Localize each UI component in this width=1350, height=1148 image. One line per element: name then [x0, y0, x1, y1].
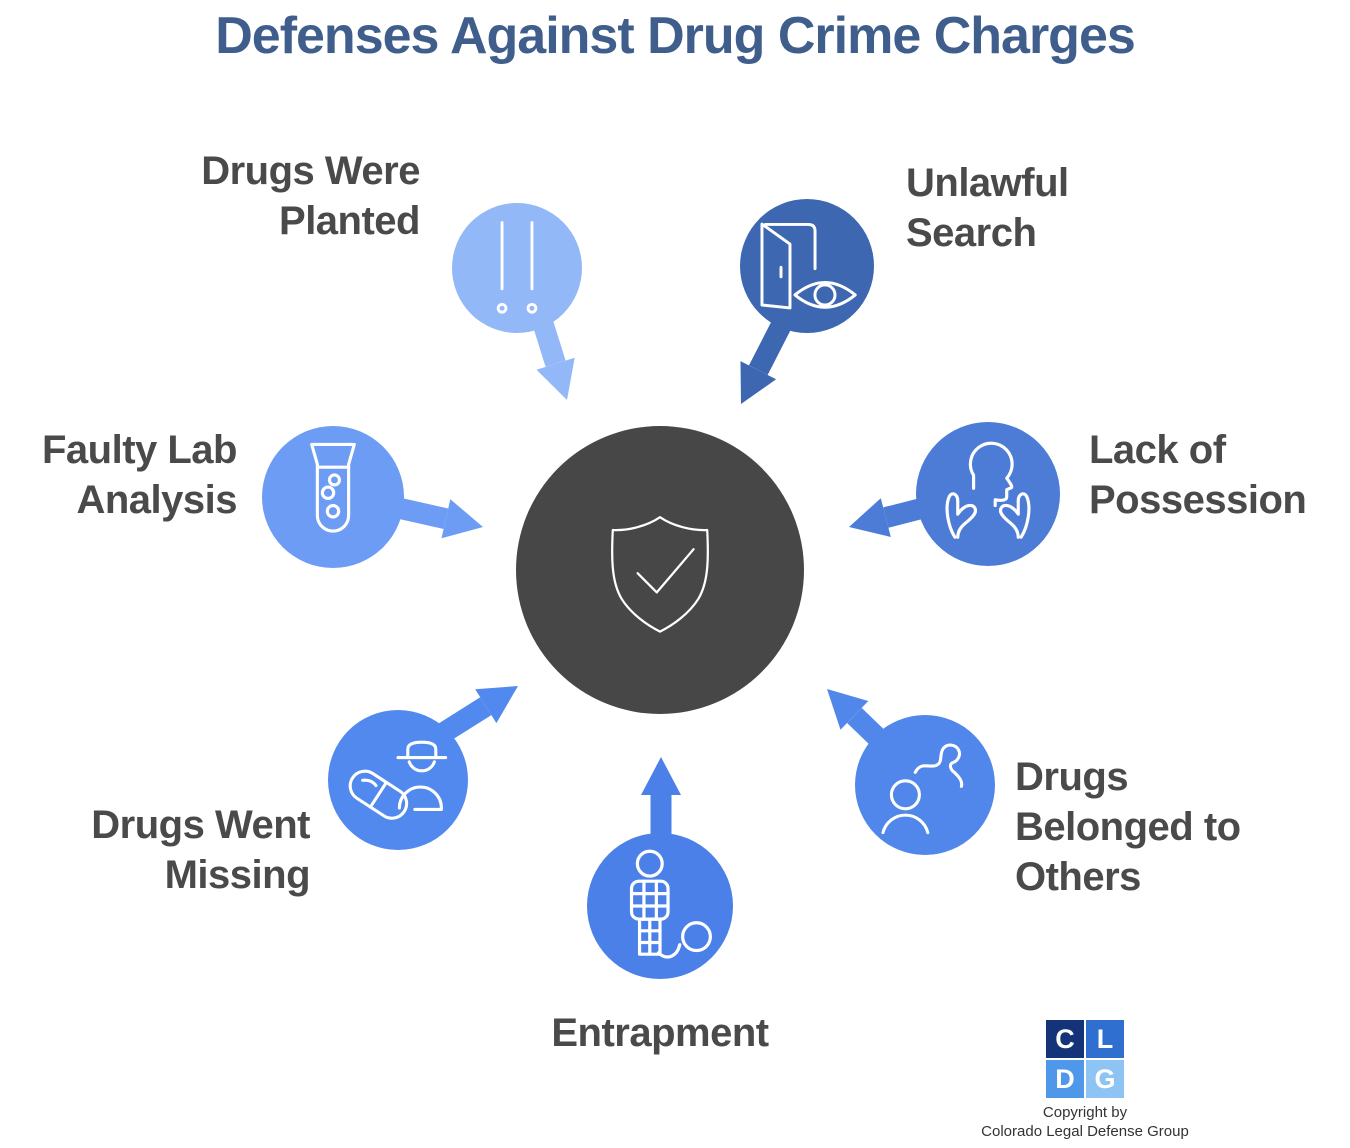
label-line: Unlawful: [906, 161, 1069, 205]
node-circle-unlawful-search: [740, 199, 874, 333]
shield-checkmark-icon: [611, 516, 709, 633]
node-circle-drugs-planted: [452, 203, 582, 333]
label-line: Drugs Went: [91, 803, 310, 847]
label-line: Planted: [279, 199, 420, 243]
center-circle: [516, 426, 804, 714]
copyright-text: Copyright by Colorado Legal Defense Grou…: [955, 1104, 1215, 1142]
label-line: Belonged to: [1015, 805, 1241, 849]
label-drugs-planted: Drugs Were Planted: [100, 146, 420, 246]
label-line: Drugs: [1015, 755, 1129, 799]
label-line: Others: [1015, 855, 1141, 899]
page-title: Defenses Against Drug Crime Charges: [215, 7, 1136, 65]
label-line: Possession: [1089, 478, 1307, 522]
label-faulty-lab: Faulty Lab Analysis: [0, 425, 238, 525]
label-drugs-missing: Drugs Went Missing: [10, 800, 310, 900]
logo-square-g: G: [1086, 1060, 1124, 1098]
node-circle-faulty-lab: [262, 426, 404, 568]
label-line: Faulty Lab: [41, 428, 238, 472]
label-line: Drugs Were: [201, 149, 420, 193]
logo-square-c: C: [1046, 1020, 1084, 1058]
node-circle-drugs-missing: [328, 710, 468, 850]
person-winding-path-icon: [881, 743, 964, 835]
planted-drugs-icon: [496, 221, 538, 314]
footer: C L D G Copyright by Colorado Legal Defe…: [981, 1020, 1189, 1142]
open-door-eye-icon: [760, 222, 857, 310]
label-line: Search: [906, 211, 1037, 255]
cldg-logo: C L D G: [1046, 1020, 1124, 1098]
test-tube-icon: [310, 442, 356, 533]
pill-detective-icon: [348, 740, 448, 820]
head-empty-hands-icon: [945, 441, 1031, 539]
label-line: Analysis: [76, 478, 237, 522]
label-unlawful-search: Unlawful Search: [906, 158, 1236, 258]
label-line: Lack of: [1089, 428, 1226, 472]
copyright-line: Copyright by: [1042, 1104, 1128, 1121]
node-circle-entrapment: [587, 833, 733, 979]
node-circle-drugs-belonged: [855, 715, 995, 855]
copyright-line: Colorado Legal Defense Group: [981, 1122, 1189, 1140]
logo-square-l: L: [1086, 1020, 1124, 1058]
label-drugs-belonged: Drugs Belonged to Others: [1015, 752, 1315, 902]
node-circle-lack-possession: [916, 422, 1060, 566]
logo-square-d: D: [1046, 1060, 1084, 1098]
label-line: Missing: [164, 853, 311, 897]
label-line: Entrapment: [551, 1011, 769, 1055]
caged-person-ball-chain-icon: [629, 849, 712, 959]
label-lack-possession: Lack of Possession: [1089, 425, 1349, 525]
label-entrapment: Entrapment: [460, 1008, 860, 1058]
